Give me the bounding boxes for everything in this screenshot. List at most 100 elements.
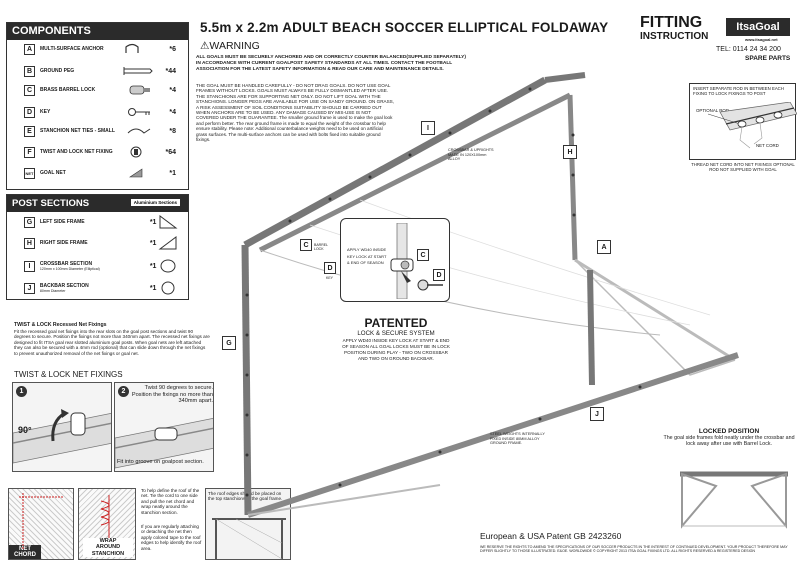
label-g: G	[222, 336, 236, 350]
right-frame-icon	[158, 236, 177, 250]
post-qty: *1	[149, 262, 157, 270]
label-j: J	[590, 407, 604, 421]
step-2-box: 2 Twist 90 degrees to secure. Position t…	[114, 382, 214, 472]
post-letter: J	[24, 282, 35, 294]
component-letter: A	[24, 43, 35, 55]
component-row-b: B GROUND PEG *44	[24, 64, 186, 78]
warning-bold: ALL GOALS MUST BE SECURELY ANCHORED AND …	[196, 55, 466, 72]
insert-rod-note: INSERT SEPARATE ROD IN BETWEEN EACH FIXI…	[693, 86, 784, 96]
post-name-block: CROSSBAR SECTION 120mm x 100mm Diameter …	[40, 261, 119, 271]
component-qty: *44	[165, 67, 176, 75]
post-name: LEFT SIDE FRAME	[39, 219, 85, 225]
post-name-block: BACKBAR SECTION 80mm Diameter	[40, 283, 119, 293]
label-c: C	[417, 249, 429, 261]
post-sub: 120mm x 100mm Diameter (Elliptical)	[39, 267, 100, 271]
twist-lock-section: TWIST & LOCK Recessed Net Fixings Fit th…	[14, 322, 210, 356]
optional-rod-label: OPTIONAL ROD	[696, 108, 730, 113]
wrap-around-label: WRAP AROUND STANCHION	[83, 537, 133, 557]
barrel-lock-small-label: BARREL LOCK	[314, 243, 328, 251]
net-chord-label: NET CHORD	[9, 545, 41, 559]
chord-label: CHORD	[14, 552, 36, 558]
post-sub: 80mm Diameter	[39, 289, 66, 293]
post-name: RIGHT SIDE FRAME	[39, 240, 88, 246]
brand-name: ItsaGoal	[736, 21, 780, 33]
step-2-illustration	[115, 418, 213, 469]
post-sections-heading: POST SECTIONS Aluminium Sections	[7, 195, 188, 212]
patent-line: European & USA Patent GB 2423260	[480, 531, 622, 541]
component-row-a: A MULTI-SURFACE ANCHOR *6	[24, 42, 186, 56]
wrap-lines	[100, 495, 110, 539]
net-cord-label: NET CORD	[756, 143, 779, 148]
component-name: KEY	[40, 109, 51, 115]
label-a: A	[597, 240, 611, 254]
net-cord-detail-box: INSERT SEPARATE ROD IN BETWEEN EACH FIXI…	[689, 83, 797, 160]
net-help-text: To help define the roof of the net. Tie …	[141, 488, 200, 515]
tel-number: TEL: 0114 24 34 200	[716, 46, 781, 53]
component-name: STANCHION NET TIES - SMALL	[40, 128, 115, 134]
component-qty: *6	[169, 45, 176, 53]
component-letter: C	[24, 84, 35, 96]
ground-peg-icon	[123, 67, 153, 75]
twist-lock-heading: TWIST & LOCK Recessed Net Fixings	[14, 322, 107, 328]
component-name: GROUND PEG	[40, 68, 75, 74]
fitting-heading: FITTING	[640, 14, 703, 31]
goal-net-icon	[129, 168, 143, 178]
component-row-f: F TWIST AND LOCK NET FIXING *64	[24, 145, 186, 159]
net-tie-icon	[127, 128, 151, 134]
instruction-heading: INSTRUCTION	[640, 31, 709, 42]
crossbar-ellipse-icon	[160, 259, 176, 273]
component-row-e: E STANCHION NET TIES - SMALL *8	[24, 124, 186, 138]
post-name: CROSSBAR SECTION	[39, 261, 93, 267]
post-qty: *1	[149, 284, 157, 292]
wrap-stanchion-box: WRAP AROUND STANCHION	[78, 488, 136, 560]
component-name: MULTI-SURFACE ANCHOR	[40, 46, 104, 52]
component-letter: E	[24, 125, 35, 137]
backbar-circle-icon	[161, 281, 175, 295]
component-letter: D	[24, 106, 35, 118]
step-1-illustration	[13, 409, 111, 464]
components-panel: COMPONENTS	[6, 22, 189, 190]
step-2-caption: Twist 90 degrees to secure. Position the…	[131, 385, 213, 405]
component-row-net: NET GOAL NET *1	[24, 166, 186, 180]
left-frame-icon	[159, 215, 178, 229]
label-i: I	[421, 121, 435, 135]
step-1-caption: Fit into groove on goalpost section.	[117, 459, 204, 465]
warning-title: WARNING	[209, 40, 260, 52]
anchor-icon	[125, 43, 139, 53]
step-1-number: 1	[16, 386, 27, 397]
net-regular-text: If you are regularly attaching or detach…	[141, 524, 202, 551]
page-title: 5.5m x 2.2m ADULT BEACH SOCCER ELLIPTICA…	[200, 20, 609, 35]
warning-triangle-icon: ⚠	[200, 40, 210, 52]
post-sections-title: POST SECTIONS	[12, 198, 90, 209]
post-row-i: I CROSSBAR SECTION 120mm x 100mm Diamete…	[24, 257, 186, 275]
net-chord-box: NET CHORD	[8, 488, 74, 560]
post-row-j: J BACKBAR SECTION 80mm Diameter *1	[24, 279, 186, 297]
wrap-label: WRAP	[99, 537, 117, 544]
warning-body: THE GOAL MUST BE HANDLED CAREFULLY - DO …	[196, 83, 395, 143]
post-row-g: G LEFT SIDE FRAME *1	[24, 215, 186, 229]
steel-weights-note: STEEL WEIGHTS INTERNALLY FIXED INSIDE 80…	[490, 432, 545, 446]
crossbar-note: CROSSBAR & UPRIGHTS MADE IN 120X100mm AL…	[448, 148, 494, 162]
spare-parts: SPARE PARTS	[745, 55, 791, 62]
footer-disclaimer: WE RESERVE THE RIGHTS TO AMEND THE SPECI…	[480, 545, 788, 554]
component-letter: NET	[24, 167, 35, 179]
component-letter: B	[24, 65, 35, 77]
component-name: GOAL NET	[40, 170, 66, 176]
label-c-small: C	[300, 239, 312, 251]
aluminium-badge: Aluminium Sections	[130, 199, 180, 206]
post-name: BACKBAR SECTION	[39, 283, 89, 289]
roof-edge-illustration	[212, 518, 286, 560]
net-cord-illustration	[707, 102, 797, 149]
brand-logo: ItsaGoal	[726, 18, 790, 36]
post-letter: H	[24, 237, 35, 249]
stanchion-label: STANCHION	[91, 550, 125, 557]
twist-lock-subheading: TWIST & LOCK NET FIXINGS	[14, 370, 123, 379]
component-qty: *8	[169, 127, 176, 135]
component-row-c: C BRASS BARREL LOCK *4	[24, 83, 186, 97]
goal-diagram	[241, 72, 739, 518]
brand-url: www.itsagoal.net	[745, 37, 778, 42]
component-letter: F	[24, 146, 35, 158]
step-1-angle: 90°	[18, 425, 32, 435]
component-qty: *4	[169, 86, 176, 94]
apply-wd40-note: APPLY WD40 INSIDE KEY LOCK AT START & EN…	[347, 247, 387, 265]
